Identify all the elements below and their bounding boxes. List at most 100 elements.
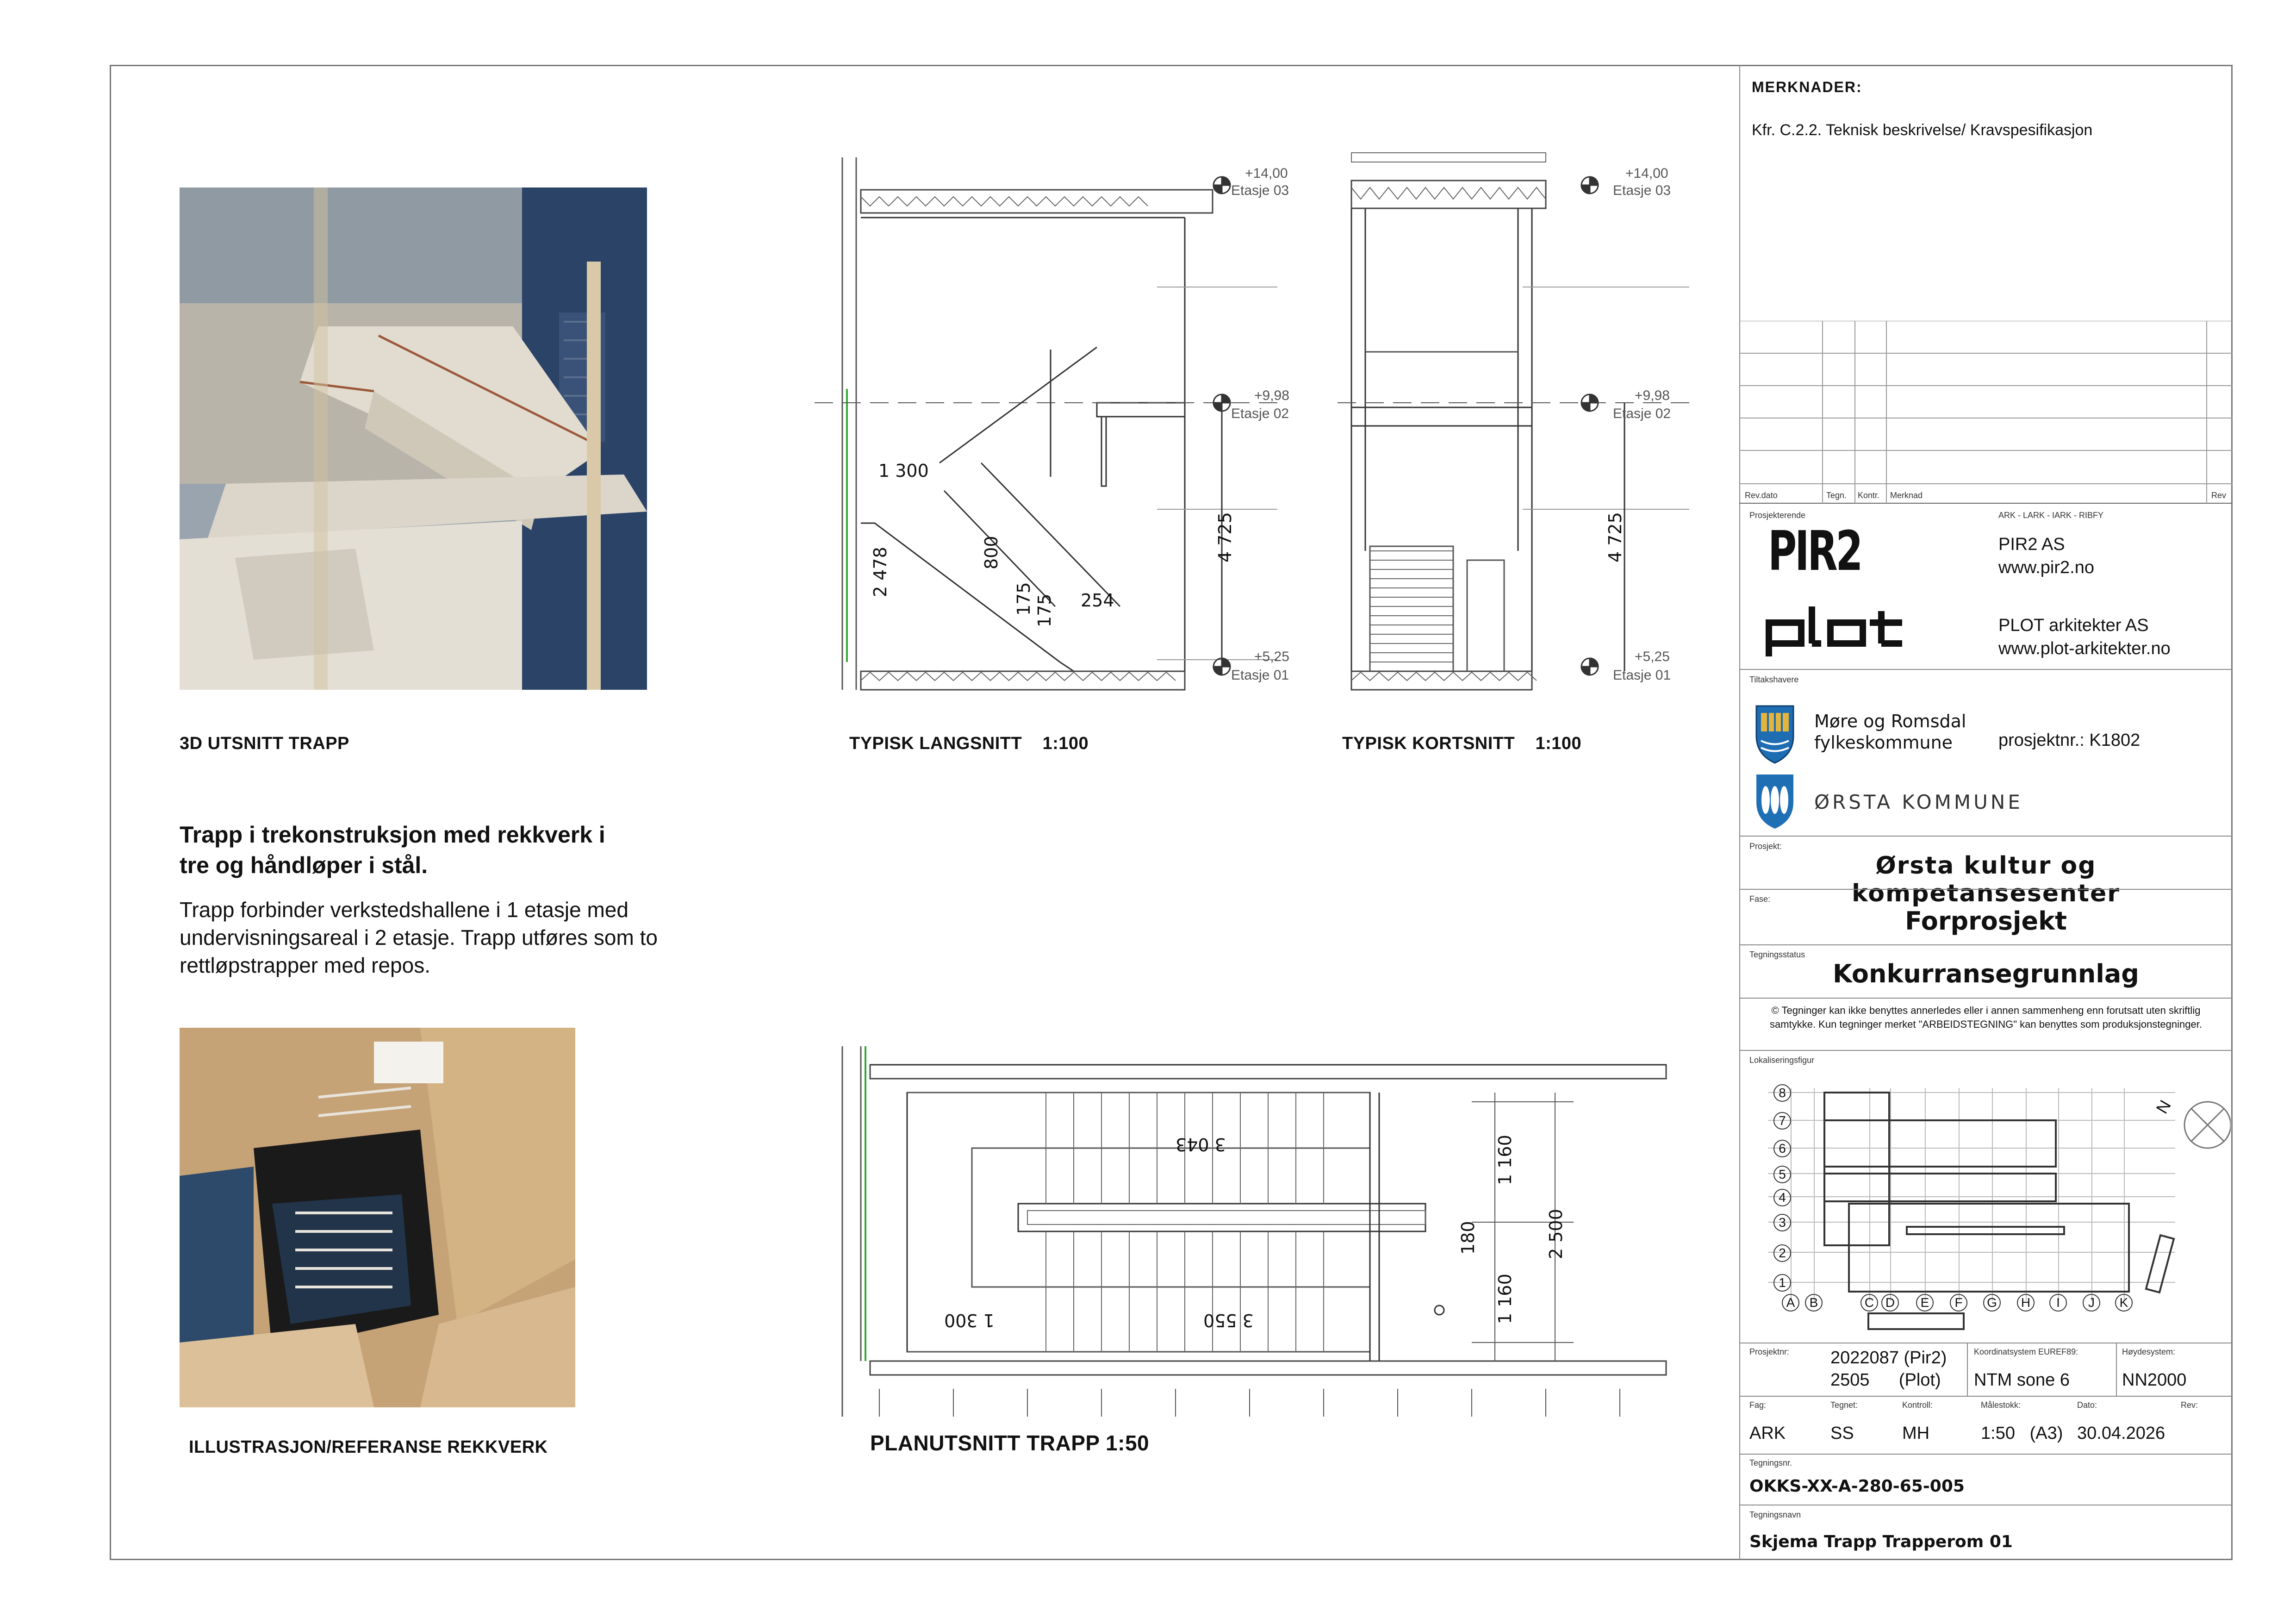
description-body-line3: rettløpstrapper med repos. bbox=[180, 953, 431, 977]
rev-header-kontr: Kontr. bbox=[1858, 491, 1880, 500]
hoyde-label: Høydesystem: bbox=[2122, 1347, 2176, 1356]
grid-col-g: G bbox=[1983, 1294, 2001, 1312]
kontroll-value: MH bbox=[1902, 1424, 1930, 1443]
copyright-line1: © Tegninger kan ikke benyttes annerledes… bbox=[1771, 1005, 2201, 1016]
long-dim-2478: 2 478 bbox=[870, 547, 890, 597]
divider-prosjekt bbox=[1739, 889, 2233, 890]
rev-header-tegn: Tegn. bbox=[1826, 491, 1847, 500]
disciplines-label: ARK - LARK - IARK - RIBFY bbox=[1998, 511, 2104, 520]
prosjekt-label: Prosjekt: bbox=[1749, 842, 1782, 851]
client2-name: ØRSTA KOMMUNE bbox=[1814, 791, 2023, 813]
rev-label: Rev: bbox=[2181, 1400, 2198, 1410]
long-dim-254: 254 bbox=[1081, 590, 1114, 611]
grid-col-a: A bbox=[1782, 1294, 1799, 1312]
grid-col-e: E bbox=[1916, 1294, 1934, 1312]
grid-col-j: J bbox=[2083, 1294, 2100, 1312]
reference-railing-photo bbox=[180, 1028, 575, 1407]
pir2-name: PIR2 AS bbox=[1998, 535, 2065, 554]
short-level-1-value: +14,00 bbox=[1625, 166, 1668, 181]
pir2-web: www.pir2.no bbox=[1998, 558, 2094, 577]
divider-koord-hoyde bbox=[2116, 1343, 2117, 1396]
plan-dim-1300: 1 300 bbox=[944, 1310, 995, 1330]
plan-dim-1160b: 1 160 bbox=[1495, 1274, 1515, 1324]
title-block-divider bbox=[1739, 65, 1740, 1560]
long-level-3-value: +5,25 bbox=[1254, 649, 1289, 664]
fag-value: ARK bbox=[1749, 1424, 1786, 1443]
grid-row-8: 8 bbox=[1773, 1084, 1791, 1102]
short-level-2-value: +9,98 bbox=[1635, 388, 1670, 403]
stair-3d-view bbox=[180, 187, 647, 690]
client-project-number: prosjektnr.: K1802 bbox=[1998, 731, 2140, 750]
shield-icon bbox=[1754, 704, 1796, 764]
long-level-1-name: Etasje 03 bbox=[1231, 183, 1289, 198]
dato-value: 30.04.2026 bbox=[2077, 1424, 2165, 1443]
long-level-3-name: Etasje 01 bbox=[1231, 668, 1289, 683]
grid-row-1: 1 bbox=[1773, 1274, 1791, 1292]
caption-plan: PLANUTSNITT TRAPP 1:50 bbox=[870, 1431, 1150, 1455]
grid-col-i: I bbox=[2049, 1294, 2067, 1312]
long-dim-1300: 1 300 bbox=[878, 461, 929, 481]
notes-text: Kfr. C.2.2. Teknisk beskrivelse/ Kravspe… bbox=[1752, 121, 2093, 139]
grid-col-k: K bbox=[2115, 1294, 2133, 1312]
long-section-drawing bbox=[815, 144, 1277, 699]
plot-logo: plot bbox=[1766, 606, 1904, 657]
fase-value: Forprosjekt bbox=[1905, 906, 2067, 936]
lokalisering-label: Lokaliseringsfigur bbox=[1749, 1056, 1815, 1065]
tegnet-label: Tegnet: bbox=[1830, 1400, 1858, 1410]
fase-label: Fase: bbox=[1749, 894, 1771, 904]
grid-row-7: 7 bbox=[1773, 1112, 1791, 1130]
prosjekt-name: Ørsta kultur og kompetansesenter bbox=[1852, 852, 2120, 907]
short-section-drawing bbox=[1338, 144, 1689, 699]
grid-row-6: 6 bbox=[1773, 1140, 1791, 1157]
orsta-shield-icon bbox=[1754, 772, 1796, 830]
prosjekterende-label: Prosjekterende bbox=[1749, 511, 1806, 520]
grid-row-2: 2 bbox=[1773, 1244, 1791, 1262]
rev-header-merknad: Merknad bbox=[1890, 491, 1923, 500]
malestokk-label: Målestokk: bbox=[1981, 1400, 2021, 1410]
grid-col-f: F bbox=[1950, 1294, 1967, 1312]
grid-row-5: 5 bbox=[1773, 1166, 1791, 1183]
long-level-2-name: Etasje 02 bbox=[1231, 406, 1289, 421]
plan-dim-180: 180 bbox=[1458, 1221, 1478, 1255]
plot-name: PLOT arkitekter AS bbox=[1998, 616, 2149, 635]
short-level-3-name: Etasje 01 bbox=[1613, 668, 1671, 683]
short-level-3-value: +5,25 bbox=[1635, 649, 1670, 664]
divider-tiltakshavere bbox=[1739, 836, 2233, 837]
tegnet-value: SS bbox=[1830, 1424, 1854, 1443]
notes-title: MERKNADER: bbox=[1752, 79, 1862, 95]
location-highlight bbox=[1867, 1312, 1965, 1330]
grid-col-h: H bbox=[2017, 1294, 2035, 1312]
long-dim-175b: 175 bbox=[1034, 593, 1055, 627]
description-heading: Trapp i trekonstruksjon med rekkverk i t… bbox=[180, 819, 735, 881]
short-level-2-name: Etasje 02 bbox=[1613, 406, 1671, 421]
drawing-sheet-frame bbox=[110, 65, 2233, 1560]
grid-col-c: C bbox=[1860, 1294, 1878, 1312]
status-label: Tegningsstatus bbox=[1749, 950, 1805, 959]
plan-dim-1160a: 1 160 bbox=[1495, 1135, 1515, 1185]
grid-col-labels: A B C D E F G H I J K bbox=[1782, 1294, 2161, 1312]
rev-header-rev: Rev bbox=[2211, 491, 2227, 500]
long-dim-175a: 175 bbox=[1014, 582, 1034, 616]
prosjektnr-1: 2022087 (Pir2) bbox=[1830, 1348, 1947, 1368]
fag-label: Fag: bbox=[1749, 1400, 1767, 1410]
rev-header-date: Rev.dato bbox=[1745, 491, 1778, 500]
koordinat-value: NTM sone 6 bbox=[1974, 1370, 2070, 1390]
caption-long-section: TYPISK LANGSNITT 1:100 bbox=[849, 734, 1089, 753]
divider-proj-row bbox=[1739, 1396, 2233, 1397]
plan-dim-3550: 3 550 bbox=[1203, 1310, 1254, 1330]
divider-proj-koord bbox=[1967, 1343, 1968, 1396]
description-body-line1: Trapp forbinder verkstedshallene i 1 eta… bbox=[180, 898, 628, 922]
short-dim-4725: 4 725 bbox=[1605, 512, 1625, 562]
divider-status bbox=[1739, 998, 2233, 999]
description-heading-line2: tre og håndløper i stål. bbox=[180, 852, 428, 878]
dato-label: Dato: bbox=[2077, 1400, 2097, 1410]
grid-col-b: B bbox=[1805, 1294, 1823, 1312]
plot-web: www.plot-arkitekter.no bbox=[1998, 639, 2171, 658]
location-key-plan bbox=[1749, 1074, 2232, 1319]
description-body: Trapp forbinder verkstedshallene i 1 eta… bbox=[180, 896, 781, 979]
prosjektnr-2: 2505 (Plot) bbox=[1830, 1370, 1941, 1390]
malestokk-value: 1:50 (A3) bbox=[1981, 1424, 2063, 1443]
copyright-notice: © Tegninger kan ikke benyttes annerledes… bbox=[1739, 1004, 2233, 1031]
hoyde-value: NN2000 bbox=[2122, 1370, 2187, 1390]
tegningsnavn-label: Tegningsnavn bbox=[1749, 1510, 1801, 1519]
